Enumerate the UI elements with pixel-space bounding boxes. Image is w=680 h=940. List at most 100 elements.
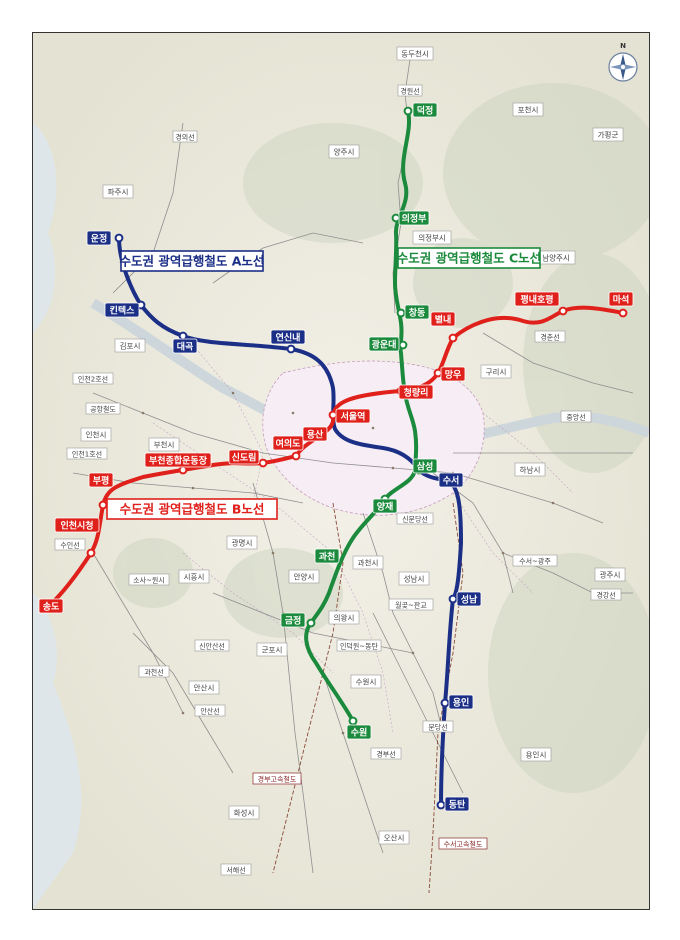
station-label-c-geumjeong[interactable]: 금정 (280, 612, 306, 628)
city-label: 인천시 (80, 427, 112, 442)
existing-line-label: 수서~광주 (512, 554, 558, 567)
svg-text:서해선: 서해선 (226, 866, 245, 875)
svg-text:광주시: 광주시 (600, 570, 621, 580)
svg-text:용인시: 용인시 (526, 750, 547, 760)
station-label-a-kintex[interactable]: 킨텍스 (104, 302, 140, 318)
svg-text:포천시: 포천시 (518, 105, 539, 115)
svg-text:인천시청: 인천시청 (60, 520, 93, 532)
high-speed-label: 경부고속철도 (252, 772, 302, 785)
station-label-a-daegok[interactable]: 대곡 (172, 338, 198, 354)
station-label-b-incheon-cityhall[interactable]: 인천시청 (54, 517, 100, 533)
station-label-a-suseo[interactable]: 수서 (438, 472, 464, 488)
svg-text:하남시: 하남시 (520, 465, 541, 475)
existing-line-label: 공항철도 (85, 402, 121, 415)
svg-text:안산시: 안산시 (194, 683, 215, 693)
svg-text:수인선: 수인선 (60, 541, 79, 550)
city-label: 의정부시 (412, 230, 452, 245)
station-label-seoul-station[interactable]: 서울역 (335, 408, 371, 424)
metro-map[interactable]: 동두천시 포천시 가평군 양주시 파주시 의정부시 남양주시 김포시 구리시 하… (33, 33, 649, 909)
existing-line-label: 인천1호선 (66, 447, 108, 460)
station-label-c-yangjae[interactable]: 양재 (372, 498, 398, 514)
existing-line-label: 인덕원~동탄 (336, 639, 382, 652)
city-label: 동두천시 (396, 46, 434, 61)
station-label-c-uijeongbu[interactable]: 의정부 (398, 210, 430, 226)
line-c-title[interactable]: 수도권 광역급행철도 C노선 (397, 247, 541, 269)
city-label: 안양시 (288, 569, 320, 584)
terrain-hills (113, 83, 649, 793)
station-label-b-pyeongnae-hopyeong[interactable]: 평내호평 (514, 291, 560, 307)
station-label-a-dongtan[interactable]: 동탄 (444, 796, 470, 812)
existing-line-label: 신안산선 (194, 639, 230, 652)
svg-text:월곶~판교: 월곶~판교 (395, 601, 427, 610)
sea (33, 593, 82, 909)
station-label-b-mangu[interactable]: 망우 (440, 366, 466, 382)
station-label-b-byeollae[interactable]: 별내 (430, 311, 456, 327)
station-label-b-yongsan[interactable]: 용산 (302, 426, 328, 442)
svg-text:인천시: 인천시 (86, 430, 107, 440)
svg-text:덕정: 덕정 (417, 105, 434, 117)
svg-text:수서고속철도: 수서고속철도 (444, 840, 483, 849)
compass-icon: N (608, 42, 638, 82)
line-a-title[interactable]: 수도권 광역급행철도 A노선 (120, 250, 265, 272)
svg-text:경의선: 경의선 (175, 133, 194, 142)
svg-text:광명시: 광명시 (232, 538, 253, 548)
svg-text:망우: 망우 (445, 369, 462, 381)
station-label-c-changdong[interactable]: 창동 (404, 304, 430, 320)
city-label: 수원시 (350, 674, 382, 689)
station-label-a-yeonsinnae[interactable]: 연신내 (270, 329, 306, 345)
svg-text:오산시: 오산시 (384, 833, 405, 843)
existing-line-label: 경강선 (590, 588, 622, 601)
compass-north-label: N (620, 42, 626, 50)
station-label-b-sindorim[interactable]: 신도림 (228, 449, 260, 465)
svg-text:화성시: 화성시 (234, 809, 255, 818)
station-label-b-yeouido[interactable]: 여의도 (272, 435, 304, 451)
station-label-a-unjeong[interactable]: 운정 (86, 230, 112, 246)
city-label: 구리시 (480, 364, 512, 379)
svg-text:중앙선: 중앙선 (566, 413, 585, 422)
sea-north (33, 123, 57, 333)
svg-text:킨텍스: 킨텍스 (110, 305, 136, 317)
city-label: 파주시 (102, 184, 134, 199)
svg-text:신분당선: 신분당선 (402, 515, 428, 524)
city-label: 용인시 (520, 747, 552, 762)
station-label-b-bucheon-stadium[interactable]: 부천종합운동장 (144, 452, 212, 468)
svg-text:광운대: 광운대 (372, 339, 397, 351)
svg-text:부천시: 부천시 (154, 440, 175, 450)
station-label-b-songdo[interactable]: 송도 (38, 598, 64, 614)
existing-line-label: 소사~원시 (128, 573, 170, 586)
line-b-title[interactable]: 수도권 광역급행철도 B노선 (106, 498, 278, 520)
svg-text:과천선: 과천선 (144, 668, 163, 677)
existing-line-label: 경부선 (370, 747, 402, 760)
station-label-a-seongnam[interactable]: 성남 (456, 591, 482, 607)
svg-text:용인: 용인 (453, 698, 470, 709)
svg-text:공항철도: 공항철도 (90, 405, 116, 414)
station-label-b-maseok[interactable]: 마석 (608, 291, 634, 307)
station-label-c-gwacheon[interactable]: 과천 (314, 548, 340, 564)
station-label-samseong[interactable]: 삼성 (412, 458, 438, 474)
station-label-b-bupyeong[interactable]: 부평 (88, 472, 114, 488)
existing-line-label: 경춘선 (534, 330, 566, 343)
svg-text:용산: 용산 (307, 429, 324, 441)
station-label-cheongnyangni[interactable]: 청량리 (398, 384, 434, 400)
city-label: 가평군 (592, 127, 624, 142)
svg-text:창동: 창동 (409, 307, 426, 319)
station-label-c-suwon[interactable]: 수원 (346, 724, 372, 740)
svg-text:과천: 과천 (319, 551, 336, 563)
svg-text:마석: 마석 (613, 294, 630, 306)
station-label-c-gwangwoondae[interactable]: 광운대 (368, 336, 400, 352)
svg-text:경강선: 경강선 (596, 591, 615, 600)
existing-line-label: 신분당선 (396, 512, 434, 525)
city-label: 남양주시 (536, 250, 576, 265)
existing-line-label: 경의선 (172, 130, 198, 143)
svg-text:부평: 부평 (93, 475, 110, 487)
svg-text:청량리: 청량리 (404, 387, 429, 399)
city-label: 군포시 (256, 642, 288, 657)
station-label-c-deokjeong[interactable]: 덕정 (412, 102, 438, 118)
svg-text:경부고속철도: 경부고속철도 (258, 775, 297, 784)
city-label: 화성시 (228, 805, 260, 820)
existing-line-label: 분당선 (422, 720, 454, 733)
svg-text:수서: 수서 (443, 475, 460, 487)
city-label: 오산시 (378, 830, 410, 845)
svg-text:과천시: 과천시 (358, 558, 379, 568)
station-label-a-yongin[interactable]: 용인 (448, 694, 474, 710)
